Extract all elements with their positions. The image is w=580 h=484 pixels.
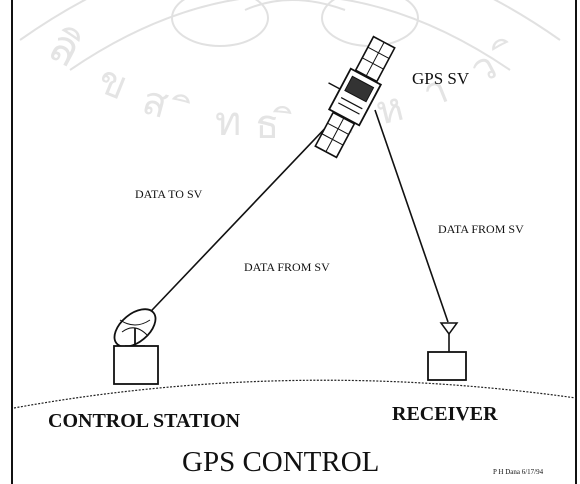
receiver-label: RECEIVER xyxy=(392,403,498,425)
downlink-label-receiver: DATA FROM SV xyxy=(438,222,524,236)
credit-label: P H Dana 6/17/94 xyxy=(493,468,544,476)
satellite-icon xyxy=(314,35,396,159)
earth-horizon xyxy=(13,379,577,409)
watermark-seal: ลิ ข ส ิ ท ธ ิ ม ห า ว ิ xyxy=(19,0,561,148)
svg-text:ท: ท xyxy=(215,99,241,145)
svg-text:ว: ว xyxy=(463,43,504,94)
receiver-box xyxy=(427,351,467,381)
control-station-building xyxy=(113,345,159,385)
link-satellite-to-receiver xyxy=(374,109,449,323)
uplink-label: DATA TO SV xyxy=(135,187,203,201)
svg-text:ลิ: ลิ xyxy=(40,17,90,78)
satellite-label: GPS SV xyxy=(412,69,470,88)
downlink-label-station: DATA FROM SV xyxy=(244,260,330,274)
control-station-label: CONTROL STATION xyxy=(48,410,241,432)
svg-text:ิ: ิ xyxy=(172,93,192,104)
svg-text:ธ: ธ xyxy=(255,102,279,148)
receiver-antenna-icon xyxy=(439,322,459,352)
link-control-station-to-satellite xyxy=(134,99,353,329)
svg-text:ข: ข xyxy=(91,57,134,110)
diagram-title: GPS CONTROL xyxy=(182,446,379,478)
svg-text:ิ: ิ xyxy=(489,35,509,52)
svg-text:ส: ส xyxy=(137,77,172,128)
